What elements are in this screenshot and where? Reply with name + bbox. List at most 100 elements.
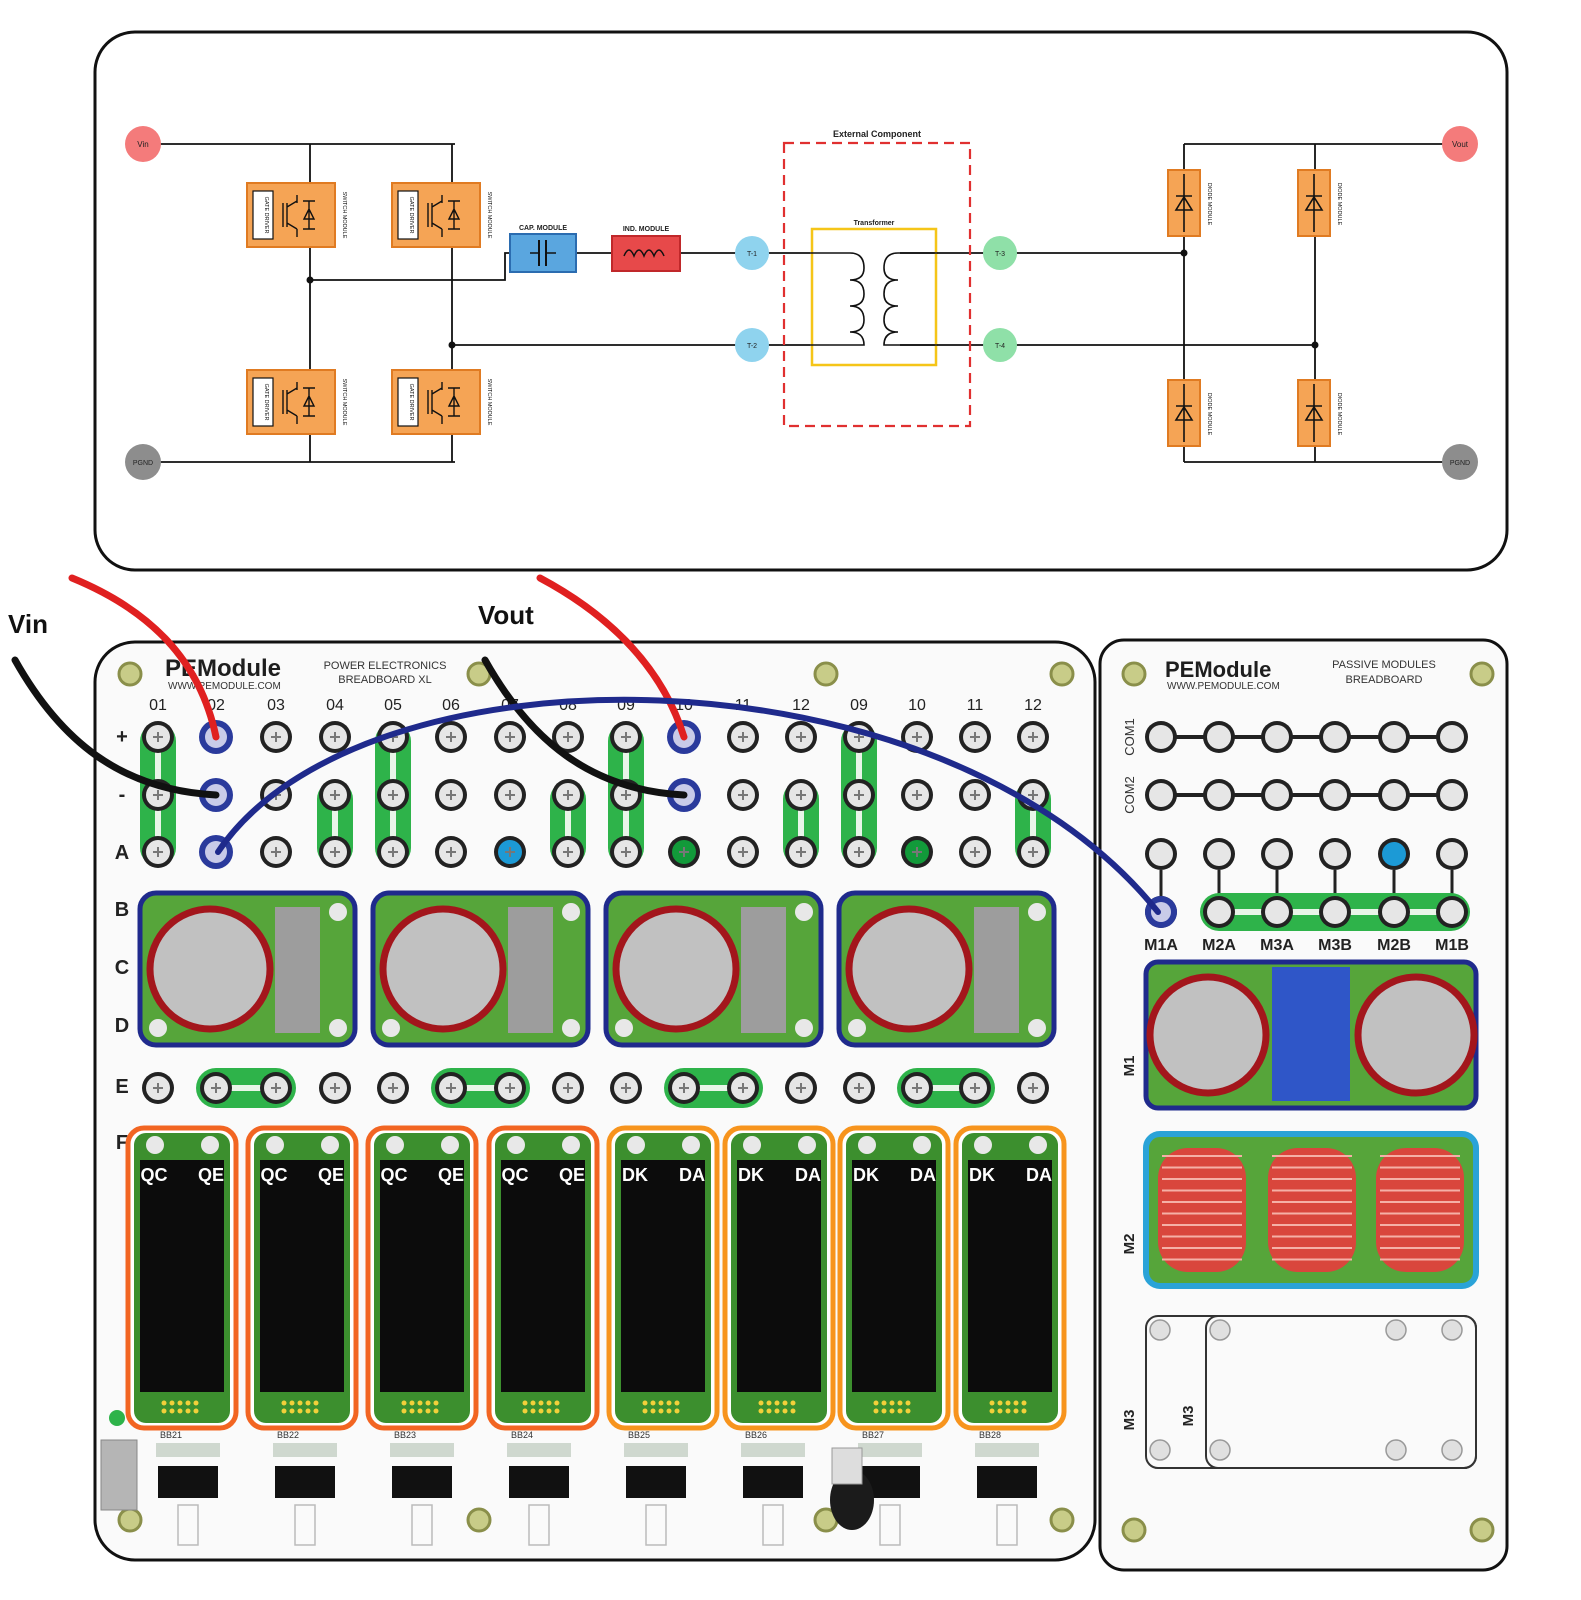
terminal[interactable] [843, 779, 875, 811]
terminal[interactable] [142, 721, 174, 753]
capacitor-module-2[interactable] [370, 890, 591, 1048]
terminal[interactable] [843, 836, 875, 868]
terminal[interactable] [1017, 1072, 1049, 1104]
terminal[interactable] [727, 836, 759, 868]
terminal[interactable] [377, 1072, 409, 1104]
terminal[interactable] [1203, 721, 1235, 753]
terminal[interactable] [668, 1072, 700, 1104]
terminal[interactable] [610, 721, 642, 753]
vout-red-wire[interactable] [536, 574, 688, 741]
terminal[interactable] [1319, 896, 1351, 928]
terminal[interactable] [1436, 779, 1468, 811]
terminal[interactable] [1261, 721, 1293, 753]
terminal[interactable] [1319, 838, 1351, 870]
terminal[interactable] [142, 836, 174, 868]
m1-module[interactable] [1143, 959, 1479, 1111]
terminal[interactable] [1319, 721, 1351, 753]
terminal[interactable] [260, 721, 292, 753]
vout-black-wire[interactable] [481, 656, 688, 799]
terminal[interactable] [785, 721, 817, 753]
terminal[interactable] [1436, 838, 1468, 870]
ind-module: IND. MODULE [611, 226, 681, 272]
terminal[interactable] [1017, 721, 1049, 753]
com1-label: COM1 [1122, 718, 1137, 756]
terminal[interactable] [1378, 721, 1410, 753]
terminal[interactable] [785, 836, 817, 868]
terminal[interactable] [494, 1072, 526, 1104]
vin-red-wire[interactable] [68, 574, 220, 741]
terminal[interactable] [901, 836, 933, 868]
terminal[interactable] [260, 836, 292, 868]
terminal[interactable] [901, 779, 933, 811]
terminal[interactable] [727, 779, 759, 811]
terminal[interactable] [319, 779, 351, 811]
com2-label: COM2 [1122, 776, 1137, 814]
terminal[interactable] [1261, 896, 1293, 928]
terminal[interactable] [552, 721, 584, 753]
terminal[interactable] [435, 836, 467, 868]
m1a-blue-wire[interactable] [215, 696, 1161, 915]
terminal[interactable] [142, 1072, 174, 1104]
terminal[interactable] [1261, 838, 1293, 870]
terminal[interactable] [319, 721, 351, 753]
terminal[interactable] [552, 779, 584, 811]
terminal[interactable] [959, 836, 991, 868]
terminal[interactable] [959, 1072, 991, 1104]
vin-black-wire[interactable] [11, 656, 220, 799]
capacitor-module-1[interactable] [137, 890, 358, 1048]
terminal[interactable] [435, 1072, 467, 1104]
terminal[interactable] [1378, 779, 1410, 811]
terminal[interactable] [668, 836, 700, 868]
terminal[interactable] [1261, 779, 1293, 811]
terminal[interactable] [377, 836, 409, 868]
terminal[interactable] [1203, 779, 1235, 811]
terminal[interactable] [959, 779, 991, 811]
terminal[interactable] [610, 836, 642, 868]
terminal[interactable] [260, 1072, 292, 1104]
m2-module[interactable] [1143, 1131, 1479, 1289]
terminal[interactable] [319, 1072, 351, 1104]
terminal[interactable] [1378, 896, 1410, 928]
capacitor-module-3[interactable] [603, 890, 824, 1048]
capacitor-module-4[interactable] [836, 890, 1057, 1048]
terminal[interactable] [377, 779, 409, 811]
terminal[interactable] [1319, 779, 1351, 811]
terminal[interactable] [494, 779, 526, 811]
terminal[interactable] [1436, 721, 1468, 753]
terminal[interactable] [435, 721, 467, 753]
terminal[interactable] [727, 1072, 759, 1104]
terminal[interactable] [901, 1072, 933, 1104]
terminal[interactable] [494, 836, 526, 868]
terminal[interactable] [1145, 721, 1177, 753]
terminal[interactable] [552, 1072, 584, 1104]
terminal[interactable] [552, 836, 584, 868]
terminal[interactable] [1378, 838, 1410, 870]
svg-text:CAP. MODULE: CAP. MODULE [519, 225, 567, 232]
terminal[interactable] [494, 721, 526, 753]
terminal[interactable] [435, 779, 467, 811]
terminal[interactable] [843, 1072, 875, 1104]
terminal[interactable] [319, 836, 351, 868]
terminal[interactable] [1436, 896, 1468, 928]
terminal[interactable] [200, 1072, 232, 1104]
terminal[interactable] [1203, 896, 1235, 928]
node-t2: T-2 [735, 328, 769, 362]
terminal[interactable] [1017, 836, 1049, 868]
terminal[interactable] [1145, 779, 1177, 811]
terminal[interactable] [959, 721, 991, 753]
terminal[interactable] [610, 1072, 642, 1104]
terminal[interactable] [1203, 838, 1235, 870]
terminal[interactable] [785, 779, 817, 811]
terminal[interactable] [727, 721, 759, 753]
terminal[interactable] [785, 1072, 817, 1104]
row-label: - [119, 784, 126, 806]
terminal[interactable] [1145, 838, 1177, 870]
